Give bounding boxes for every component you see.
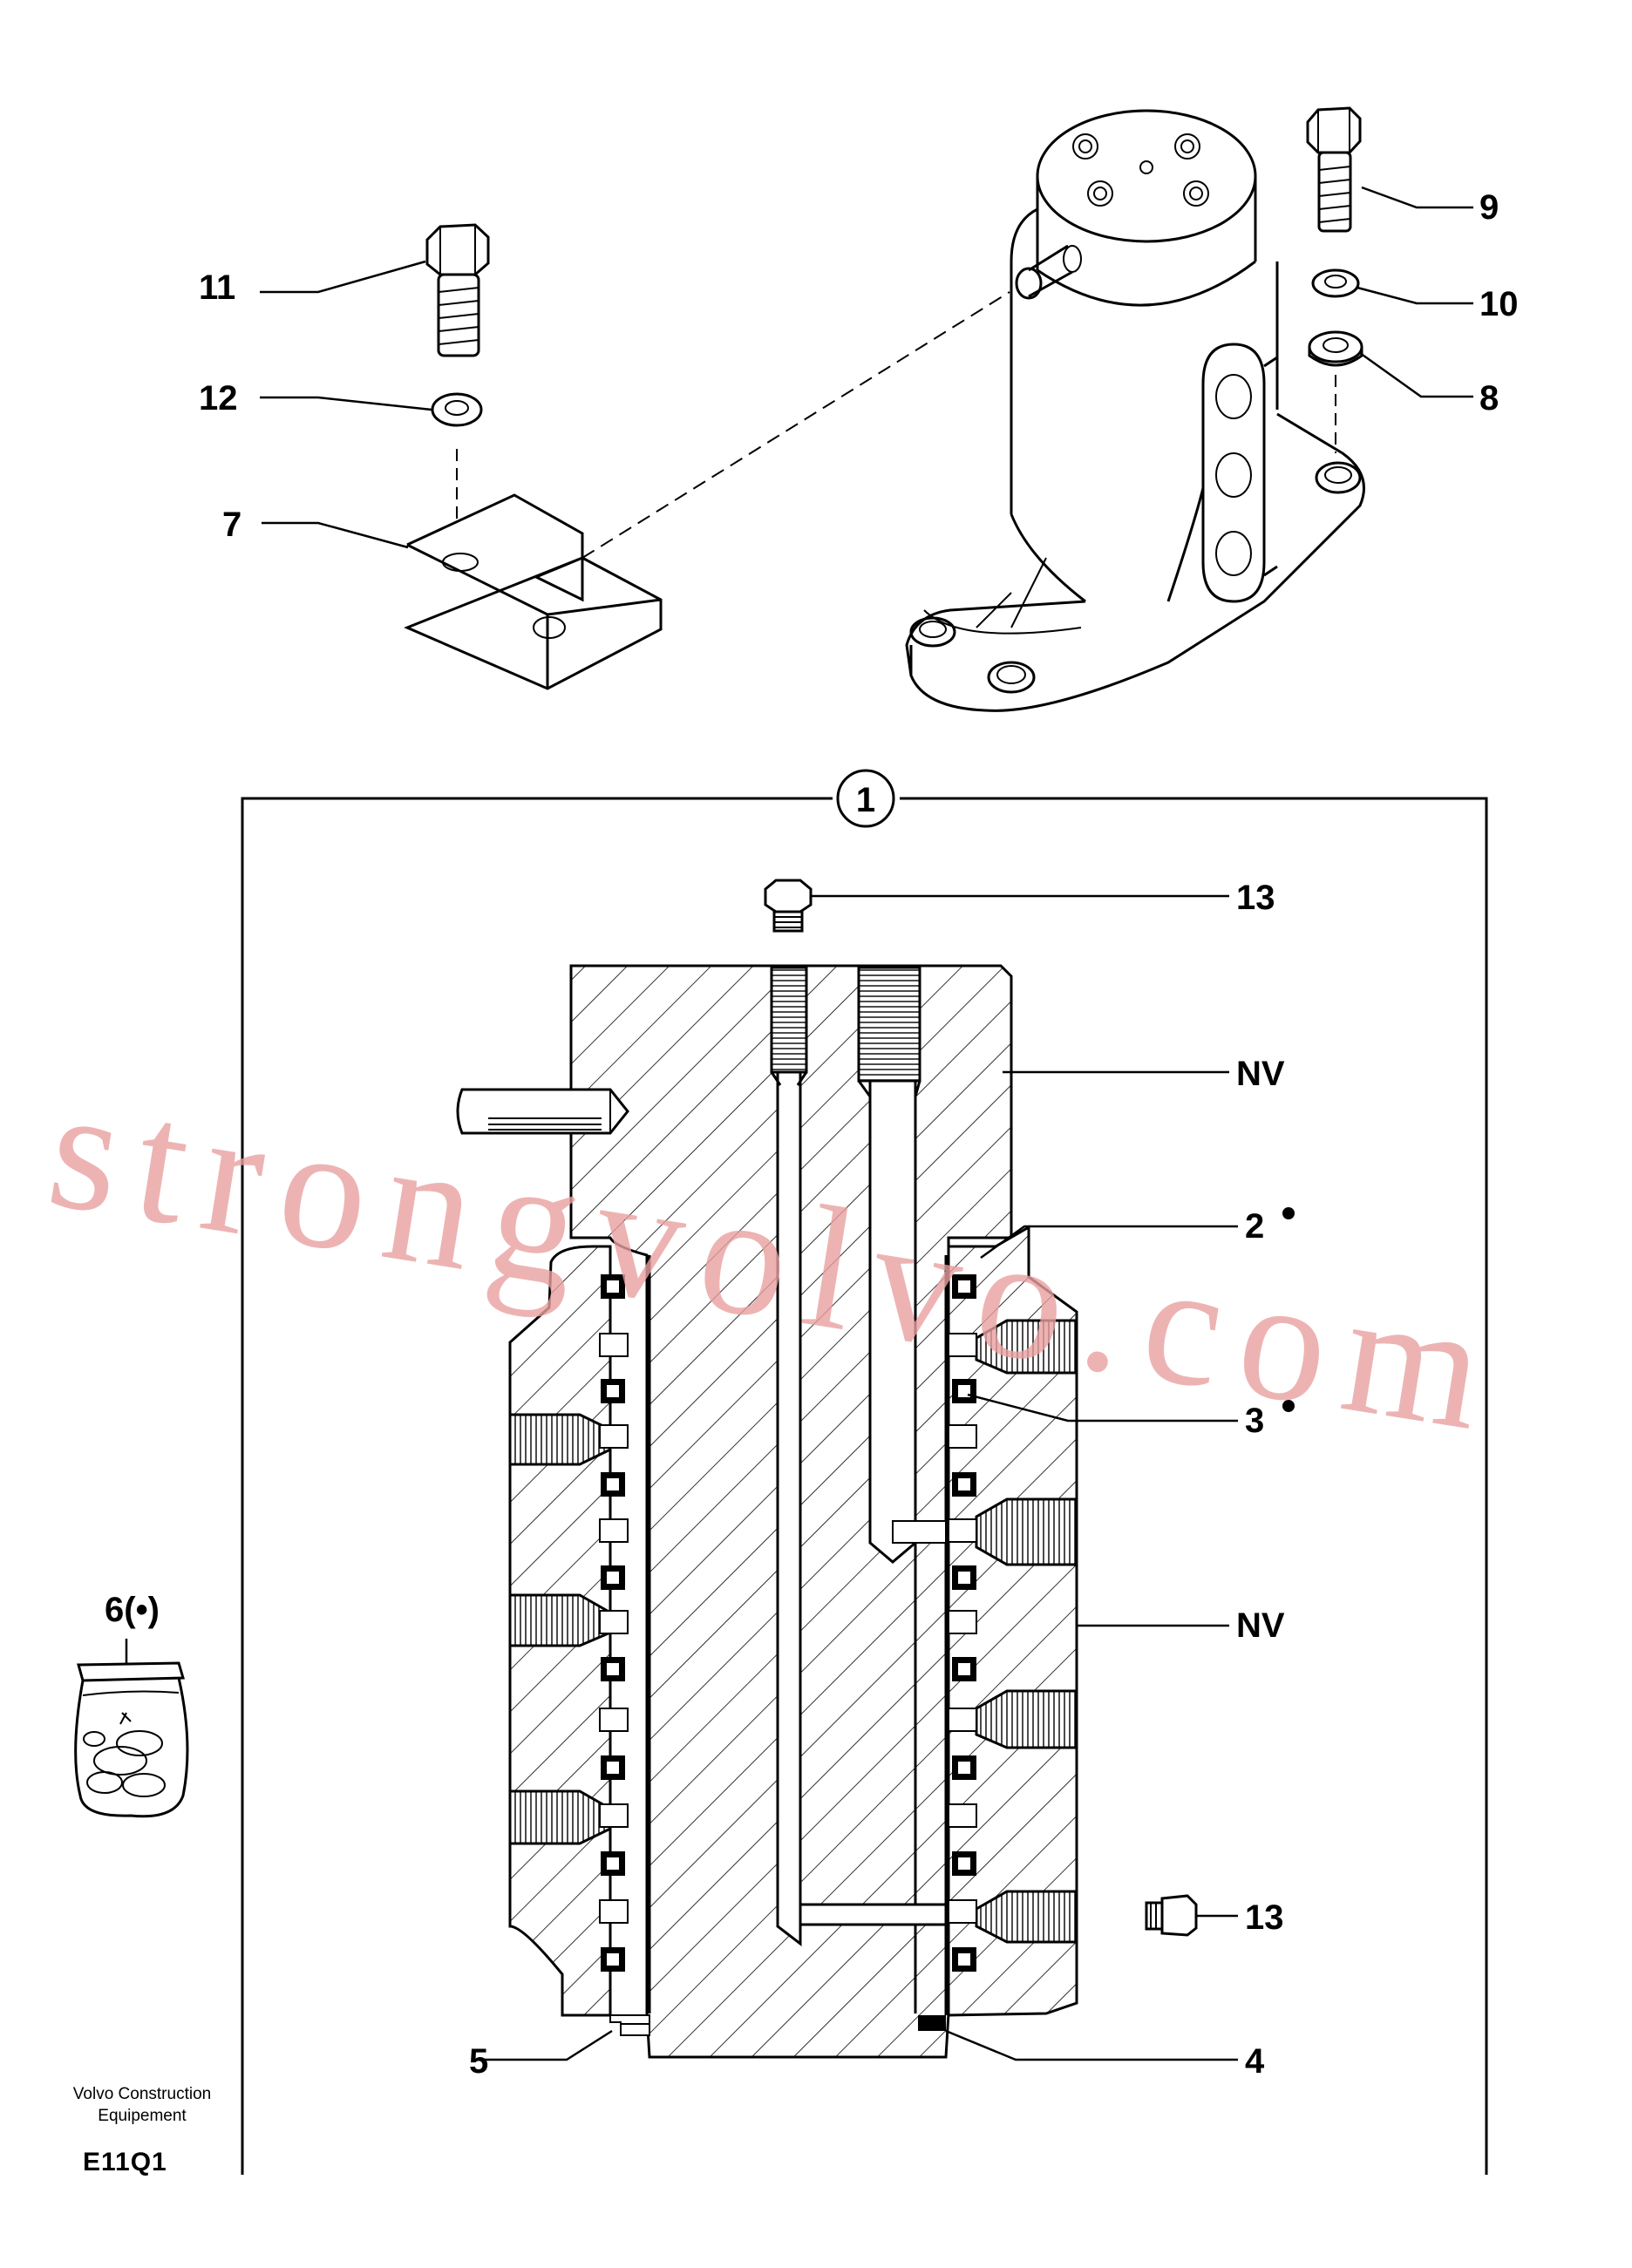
swivel-section: [456, 964, 1078, 2059]
lock-washer-10: [1311, 268, 1360, 298]
callout-1: 1: [856, 781, 875, 819]
callout-11: 11: [199, 268, 235, 307]
kit-dot-3: [1282, 1400, 1295, 1412]
assembly-line: [581, 291, 1010, 559]
washer-8: [1308, 330, 1363, 367]
swivel-joint-body: [905, 109, 1365, 712]
brand-line-1: Volvo Construction: [73, 2085, 211, 2103]
callout-12: 12: [199, 379, 238, 418]
lock-washer-12: [431, 392, 483, 427]
callout-nv-2: NV: [1236, 1606, 1285, 1645]
callout-3: 3: [1245, 1402, 1264, 1440]
callout-13-top: 13: [1236, 879, 1275, 917]
drawing-code: E11Q1: [83, 2148, 167, 2176]
callout-13-right: 13: [1245, 1898, 1284, 1937]
plate-7: [404, 493, 663, 690]
callout-2: 2: [1245, 1207, 1264, 1246]
callout-8: 8: [1479, 379, 1499, 418]
callout-9: 9: [1479, 188, 1499, 227]
section-frame: [241, 797, 1488, 2175]
kit-dot-2: [1282, 1207, 1295, 1219]
plug-13-right: [1145, 1894, 1198, 1937]
callout-circle-1: [836, 769, 895, 828]
callout-7: 7: [222, 506, 241, 544]
bolt-11: [425, 223, 490, 357]
callout-5: 5: [469, 2042, 488, 2081]
leader-lines: [125, 186, 1473, 2061]
callout-4: 4: [1245, 2042, 1265, 2081]
plug-13-top: [764, 879, 813, 933]
callout-10: 10: [1479, 285, 1519, 323]
brand-line-2: Equipement: [98, 2107, 187, 2125]
seal-kit-bag-6: [74, 1661, 189, 1818]
callout-6: 6(•): [105, 1591, 160, 1629]
callout-nv-1: NV: [1236, 1055, 1285, 1093]
bolt-9: [1306, 106, 1362, 233]
